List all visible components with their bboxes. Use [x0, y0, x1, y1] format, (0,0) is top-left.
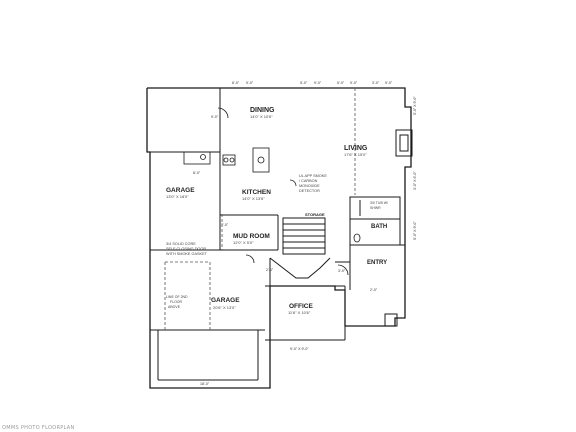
room-garage-upper-label: GARAGE: [166, 187, 195, 194]
dim-top-4: 9'-0": [314, 81, 322, 85]
note-closet-line-1: 3/0 TUB W/: [370, 201, 388, 205]
dimensions: 6'-0" 9'-0" 5'-0" 9'-0" 5'-0" 9'-0" 3'-0…: [193, 81, 417, 386]
room-mud-room-label: MUD ROOM: [233, 233, 270, 240]
dim-top-1: 6'-0": [232, 81, 240, 85]
room-garage-lower-label: GARAGE: [211, 297, 240, 304]
dim-right-1: 5'-0" X 9'-0": [413, 96, 417, 115]
exterior-walls: [146, 87, 412, 389]
dim-mud-room-side: 7'-0": [221, 223, 229, 227]
dim-entry-bottom: 2'-0": [370, 288, 378, 292]
dashed-lines: [164, 88, 356, 330]
room-kitchen-size: 14'0" X 13'6": [242, 196, 265, 201]
room-office-label: OFFICE: [289, 303, 313, 310]
dim-top-3: 5'-0": [300, 81, 308, 85]
dim-left-small-1: 8'-0": [193, 171, 201, 175]
note-smoke-line-1: UL APP SMOKE: [299, 174, 327, 178]
note-smoke-line-4: DETECTOR: [299, 189, 320, 193]
watermark: OMMS PHOTO FLOORPLAN: [2, 425, 75, 431]
dim-storage-side: 2'-6": [266, 268, 274, 272]
note-fire-door-line-3: WITH SMOKE GASKET: [166, 252, 208, 256]
note-second-floor-line-2: FLOOR: [170, 300, 183, 304]
room-mud-room-size: 12'0" X 5'0": [233, 240, 254, 245]
dim-entry-step: 3'-0": [338, 269, 346, 273]
dim-top-5: 5'-0": [337, 81, 345, 85]
room-garage-upper-size: 13'0" X 18'0": [166, 194, 189, 199]
note-second-floor-line-1: LINE OF 2ND: [166, 295, 188, 299]
room-dining-size: 14'0" X 10'6": [250, 114, 273, 119]
dim-office-bottom: 9'-0" X 9'-0": [290, 347, 309, 351]
room-living-label: LIVING: [344, 145, 368, 152]
room-kitchen-label: KITCHEN: [242, 189, 271, 196]
room-bath-label: BATH: [371, 224, 387, 230]
note-smoke-line-3: MONOXIDE: [299, 184, 320, 188]
dim-left-small-2: 9'-0": [211, 115, 219, 119]
room-storage-label: STORAGE: [305, 212, 325, 217]
fixtures: [183, 107, 361, 276]
note-second-floor-line-3: ABOVE: [168, 305, 181, 309]
dim-top-6: 9'-0": [350, 81, 358, 85]
interior-walls: [147, 88, 413, 381]
note-fire-door-line-1: 3/4 SOLID CORE: [166, 242, 196, 246]
dim-bottom-width: 18'-0": [200, 382, 210, 386]
dim-right-3: 5'-0" X 9'-0": [413, 221, 417, 240]
room-dining-label: DINING: [250, 107, 275, 114]
room-office-size: 11'6" X 10'6": [288, 310, 311, 315]
room-labels: DINING 14'0" X 10'6" LIVING 17'6" X 15'0…: [166, 107, 387, 315]
dim-top-8: 9'-0": [385, 81, 393, 85]
room-entry-label: ENTRY: [367, 260, 387, 266]
note-smoke-line-2: / CARBON: [299, 179, 318, 183]
room-garage-lower-size: 20'6" X 13'0": [213, 305, 236, 310]
dim-top-7: 3'-0": [372, 81, 380, 85]
note-fire-door-line-2: SELF CLOSING DOOR: [166, 247, 206, 251]
note-closet-line-2: SHWR: [370, 206, 381, 210]
dim-top-2: 9'-0": [246, 81, 254, 85]
notes: UL APP SMOKE / CARBON MONOXIDE DETECTOR …: [166, 174, 388, 309]
dim-right-2: 3'-0" X 6'-0": [413, 171, 417, 190]
room-living-size: 17'6" X 15'0": [344, 152, 367, 157]
